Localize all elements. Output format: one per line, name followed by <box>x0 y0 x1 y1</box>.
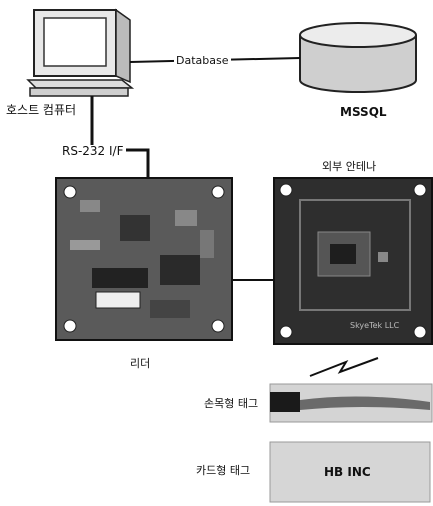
rs232-label: RS-232 I/F <box>60 144 126 158</box>
database-link-label: Database <box>174 54 231 67</box>
wrist-tag-label: 손목형 태그 <box>204 397 259 410</box>
antenna-print-text: SkyeTek LLC <box>350 321 400 330</box>
card-tag-label: 카드형 태그 <box>196 464 251 477</box>
mssql-label: MSSQL <box>340 105 387 119</box>
host-computer-label: 호스트 컴퓨터 <box>6 103 77 117</box>
host-computer-icon <box>26 8 135 97</box>
external-antenna-image <box>273 177 433 345</box>
rs232-connection-line <box>90 96 150 178</box>
wrist-tag-image <box>269 383 433 423</box>
reader-label: 리더 <box>130 357 151 370</box>
card-tag-print-text: HB INC <box>324 465 371 479</box>
card-tag-image <box>269 441 431 503</box>
database-cylinder-icon <box>299 22 417 93</box>
reader-board-image <box>55 177 233 341</box>
wireless-signal-icon <box>309 357 379 377</box>
antenna-label: 외부 안테나 <box>322 160 377 173</box>
